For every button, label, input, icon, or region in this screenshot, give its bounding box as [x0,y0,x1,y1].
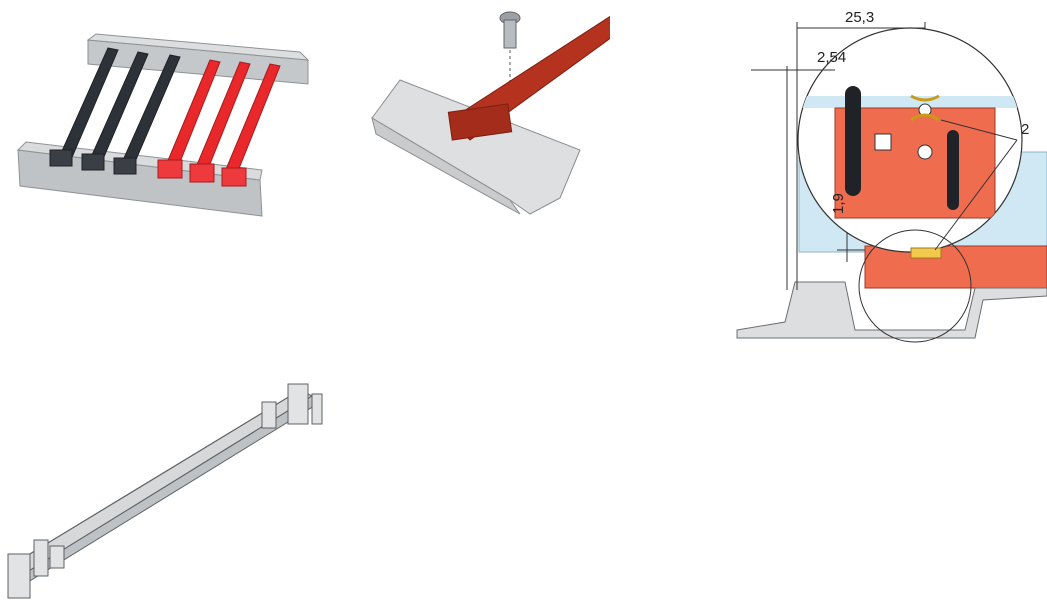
callout-number: 2 [1021,121,1029,138]
rail-end-right [261,383,323,429]
dimension-pitch: 2,54 [817,49,846,66]
single-guide-rail-illustration [0,370,340,604]
dimension-height: 1,9 [830,193,847,214]
detail-circle-small [858,229,972,343]
red-guides [157,59,281,187]
screw-icon [499,11,521,98]
rail-orange [864,245,1047,289]
dimension-width: 25,3 [845,9,874,26]
dimension-drawing: 25,3 2,54 1,9 2 [725,0,1047,350]
screw-mounted-guide-illustration [350,0,610,240]
black-guides [49,47,181,175]
rail-end-left [7,539,65,599]
guide-rail-assembly-illustration [0,0,330,240]
bottom-profile [736,281,1047,339]
